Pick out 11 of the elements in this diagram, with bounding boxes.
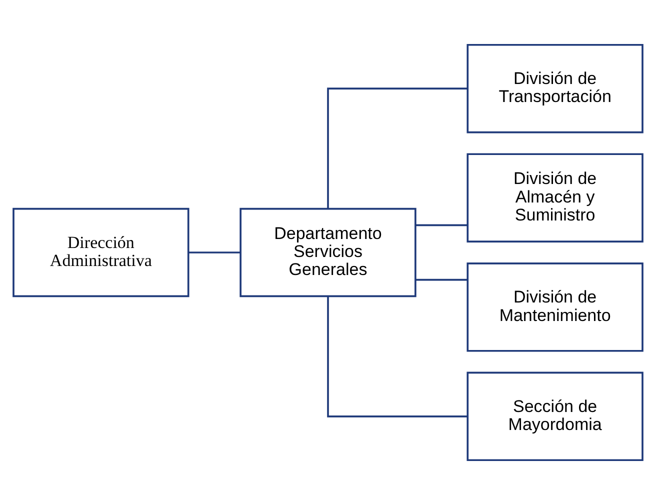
connector: [327, 87, 468, 208]
connector: [188, 251, 240, 253]
connector: [327, 296, 468, 417]
node-box: Departamento Servicios Generales: [240, 207, 416, 297]
connector: [415, 278, 468, 280]
node-box: División de Almacén y Suministro: [466, 152, 644, 242]
node-box: División de Transportación: [466, 43, 644, 133]
node-box: Dirección Administrativa: [12, 207, 190, 297]
node-box: División de Mantenimiento: [466, 262, 644, 352]
node-box: Sección de Mayordomia: [466, 371, 644, 461]
connector: [415, 224, 468, 226]
